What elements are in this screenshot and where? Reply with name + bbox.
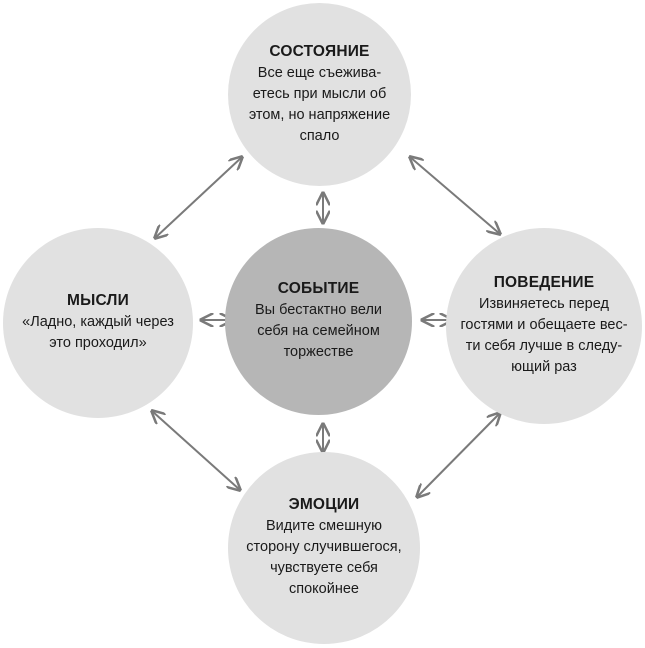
state-line: етесь при мысли об	[252, 85, 387, 102]
thoughts-text: «Ладно, каждый через это проходил»	[18, 312, 178, 354]
arrow-bottom-right	[417, 413, 500, 497]
behavior-line: Извиняетесь перед	[479, 296, 609, 312]
arrow-top-right	[410, 157, 500, 234]
behavior-title: ПОВЕДЕНИЕ	[493, 274, 595, 291]
behavior-line: ти себя лучше в следу-	[465, 338, 623, 354]
thoughts-node: МЫСЛИ «Ладно, каждый через это проходил»	[3, 228, 193, 418]
state-text: Все еще съежива- етесь при мысли об этом…	[245, 63, 395, 147]
thoughts-title: МЫСЛИ	[67, 292, 129, 309]
event-line: Вы бестактно вели	[254, 302, 383, 318]
emotions-line: спокойнее	[289, 581, 359, 597]
behavior-node: ПОВЕДЕНИЕ Извиняетесь перед гостями и об…	[446, 228, 642, 424]
thoughts-line: это проходил»	[49, 335, 147, 351]
event-node: СОБЫТИЕ Вы бестактно вели себя на семейн…	[225, 228, 412, 415]
behavior-line: гостями и обещаете вес-	[460, 317, 628, 333]
emotions-line: Видите смешную	[266, 518, 382, 534]
arrow-bottom-left	[152, 411, 240, 490]
behavior-line: ющий раз	[511, 359, 577, 375]
emotions-node: ЭМОЦИИ Видите смешную сторону случившего…	[228, 452, 420, 644]
thoughts-line: «Ладно, каждый через	[22, 314, 174, 330]
event-text: Вы бестактно вели себя на семейном торже…	[249, 300, 389, 363]
event-line: торжестве	[283, 344, 354, 360]
emotions-line: чувствуете себя	[270, 560, 378, 576]
emotions-title: ЭМОЦИИ	[288, 496, 360, 513]
state-line: Все еще съежива-	[257, 64, 382, 81]
emotions-text: Видите смешную сторону случившегося, чув…	[244, 516, 404, 600]
state-line: этом, но напряжение	[248, 106, 391, 123]
emotions-line: сторону случившегося,	[246, 539, 402, 555]
behavior-text: Извиняетесь перед гостями и обещаете вес…	[459, 294, 629, 378]
arrow-top-left	[155, 157, 242, 238]
state-line: спало	[299, 127, 340, 144]
state-title: СОСТОЯНИЕ	[269, 42, 370, 60]
event-line: себя на семейном	[257, 323, 380, 339]
event-title: СОБЫТИЕ	[277, 280, 360, 297]
state-node: СОСТОЯНИЕ Все еще съежива- етесь при мыс…	[228, 3, 411, 186]
